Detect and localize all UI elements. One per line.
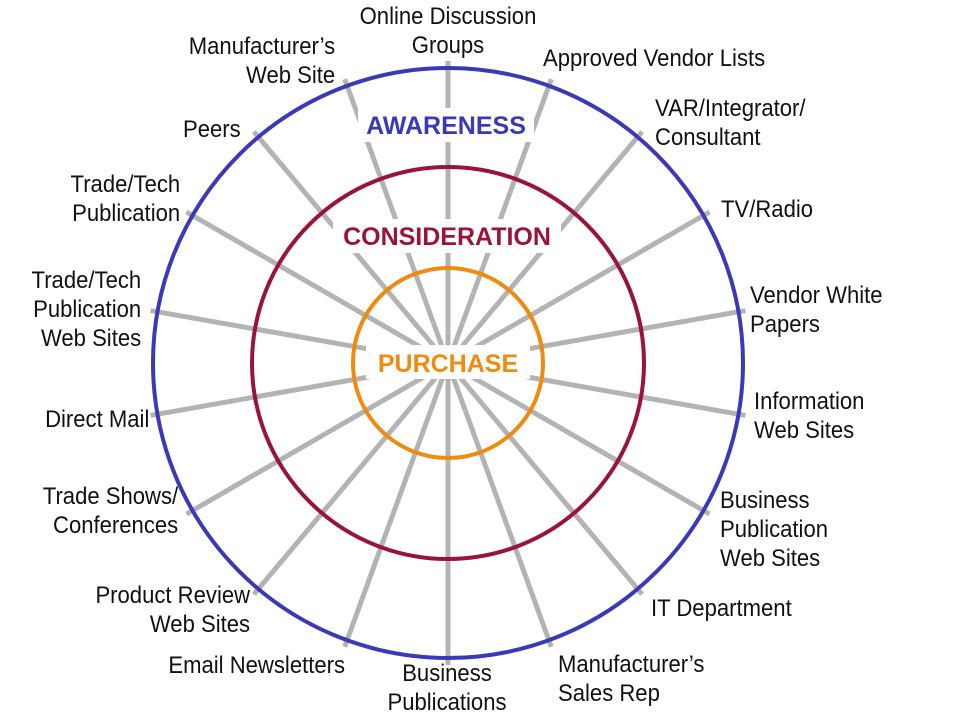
spoke-7	[453, 370, 645, 596]
spoke-3	[457, 209, 711, 360]
spoke-6	[457, 366, 711, 517]
spoke-8	[449, 373, 554, 648]
source-label-line: Trade/Tech	[31, 267, 141, 294]
source-label-line: Publication	[32, 296, 141, 323]
source-label-line: VAR/Integrator/	[655, 95, 806, 122]
source-label-line: Papers	[750, 311, 820, 338]
source-label-line: Consultant	[655, 124, 761, 151]
source-label-line: Manufacturer’s	[188, 33, 335, 60]
source-label: Peers	[183, 115, 241, 144]
source-label-line: Information	[754, 388, 865, 415]
spoke-10	[342, 373, 447, 648]
source-label-line: Direct Mail	[44, 406, 149, 433]
source-label-line: Trade Shows/	[42, 483, 178, 510]
source-label: TV/Radio	[721, 195, 813, 224]
spoke-12	[185, 366, 439, 517]
source-label: Approved Vendor Lists	[543, 44, 765, 73]
consideration-ring	[250, 165, 646, 561]
awareness-label: AWARENESS	[366, 112, 526, 140]
source-label-line: Trade/Tech	[70, 171, 180, 198]
source-label-line: Web Sites	[754, 417, 855, 444]
source-label-line: Business	[720, 487, 810, 514]
source-label-line: Product Review	[95, 582, 250, 609]
source-label-line: Web Sites	[149, 611, 250, 638]
source-label: VAR/Integrator/Consultant	[655, 94, 806, 152]
spoke-11	[251, 370, 443, 596]
purchase-ring	[351, 266, 545, 460]
source-label-line: Online Discussion	[359, 3, 537, 30]
source-label-line: Web Site	[245, 62, 335, 89]
source-label-line: Vendor White	[750, 282, 883, 309]
awareness-ring	[151, 66, 745, 660]
spoke-1	[449, 78, 554, 353]
source-label-line: Publications	[387, 689, 507, 716]
spoke-15	[185, 209, 439, 360]
source-label-line: Web Sites	[720, 545, 821, 572]
source-label: Direct Mail	[45, 405, 149, 434]
source-label-line: Sales Rep	[558, 680, 660, 707]
source-label: Email Newsletters	[168, 651, 345, 680]
source-label: Trade Shows/Conferences	[43, 482, 178, 540]
source-label-line: TV/Radio	[721, 196, 814, 223]
source-label-line: Business	[402, 660, 492, 687]
source-label-line: Publication	[720, 516, 829, 543]
consideration-label: CONSIDERATION	[343, 223, 551, 251]
source-label-line: Publication	[71, 200, 180, 227]
purchase-label: PURCHASE	[378, 350, 518, 378]
source-label-line: Groups	[411, 32, 485, 59]
source-label-line: Conferences	[52, 512, 178, 539]
source-label-line: Approved Vendor Lists	[543, 45, 766, 72]
source-label-line: Email Newsletters	[168, 652, 345, 679]
source-label-line: Peers	[183, 116, 241, 143]
source-label: IT Department	[651, 594, 792, 623]
source-label-line: IT Department	[651, 595, 792, 622]
source-label-line: Web Sites	[40, 325, 141, 352]
source-label-line: Manufacturer’s	[558, 651, 705, 678]
